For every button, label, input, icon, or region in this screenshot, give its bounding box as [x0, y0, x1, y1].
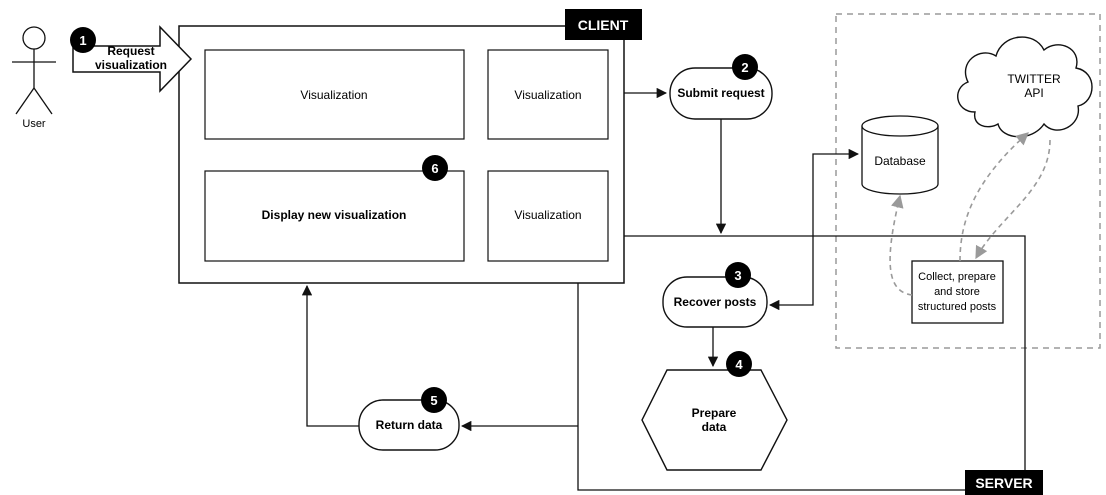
step4-number: 4 [735, 357, 743, 372]
step3-node [662, 276, 768, 328]
user-label: User [22, 118, 46, 130]
step4-label-line2: data [702, 420, 727, 434]
collector-label-line1: Collect, prepare [918, 271, 996, 283]
dashed-arrow-collector-to-cloud [959, 132, 1029, 262]
step2-number: 2 [741, 60, 748, 75]
collector-label-line2: and store [934, 286, 980, 298]
step5-number: 5 [430, 393, 437, 408]
step5-label: Return data [376, 418, 443, 432]
server-title-bg [965, 470, 1043, 495]
collector-label-line3: structured posts [918, 301, 997, 313]
arrow-recover-database [768, 148, 860, 311]
cloud-label-line2: API [1024, 86, 1043, 100]
step6-label: Display new visualization [262, 208, 407, 222]
step3-number: 3 [734, 268, 741, 283]
step4-badge [726, 351, 752, 377]
step5-badge [421, 387, 447, 413]
step3-label: Recover posts [674, 295, 757, 309]
panel-display-new [204, 170, 465, 262]
step2-label: Submit request [677, 86, 764, 100]
step4-node [641, 369, 788, 471]
server-title: SERVER [975, 475, 1032, 491]
dashed-arrow-cloud-to-collector [975, 139, 1051, 260]
dashed-arrow-collector-to-database [889, 194, 913, 296]
user-icon [12, 26, 56, 115]
client-title: CLIENT [578, 17, 629, 33]
panel-top-left-label: Visualization [300, 88, 367, 102]
step1-badge [70, 27, 96, 53]
cloud-label-line1: TWITTER [1007, 72, 1061, 86]
step6-number: 6 [431, 161, 438, 176]
panel-bottom-right [487, 170, 609, 262]
step3-badge [725, 262, 751, 288]
database-icon [861, 115, 939, 195]
database-label: Database [874, 154, 926, 168]
arrow-return-to-client [301, 284, 359, 427]
panel-top-left [204, 49, 465, 140]
panel-top-right [487, 49, 609, 140]
step1-label-line2: visualization [95, 58, 167, 72]
step2-badge [732, 54, 758, 80]
panel-bottom-right-label: Visualization [514, 208, 581, 222]
request-arrow [72, 25, 193, 93]
step1-label-line1: Request [107, 44, 154, 58]
collector-node [911, 260, 1004, 324]
step4-label-line1: Prepare [692, 406, 737, 420]
step1-number: 1 [79, 33, 86, 48]
step6-badge [422, 155, 448, 181]
twitter-api-cloud-icon [957, 36, 1093, 138]
client-title-bg [565, 9, 642, 40]
panel-top-right-label: Visualization [514, 88, 581, 102]
